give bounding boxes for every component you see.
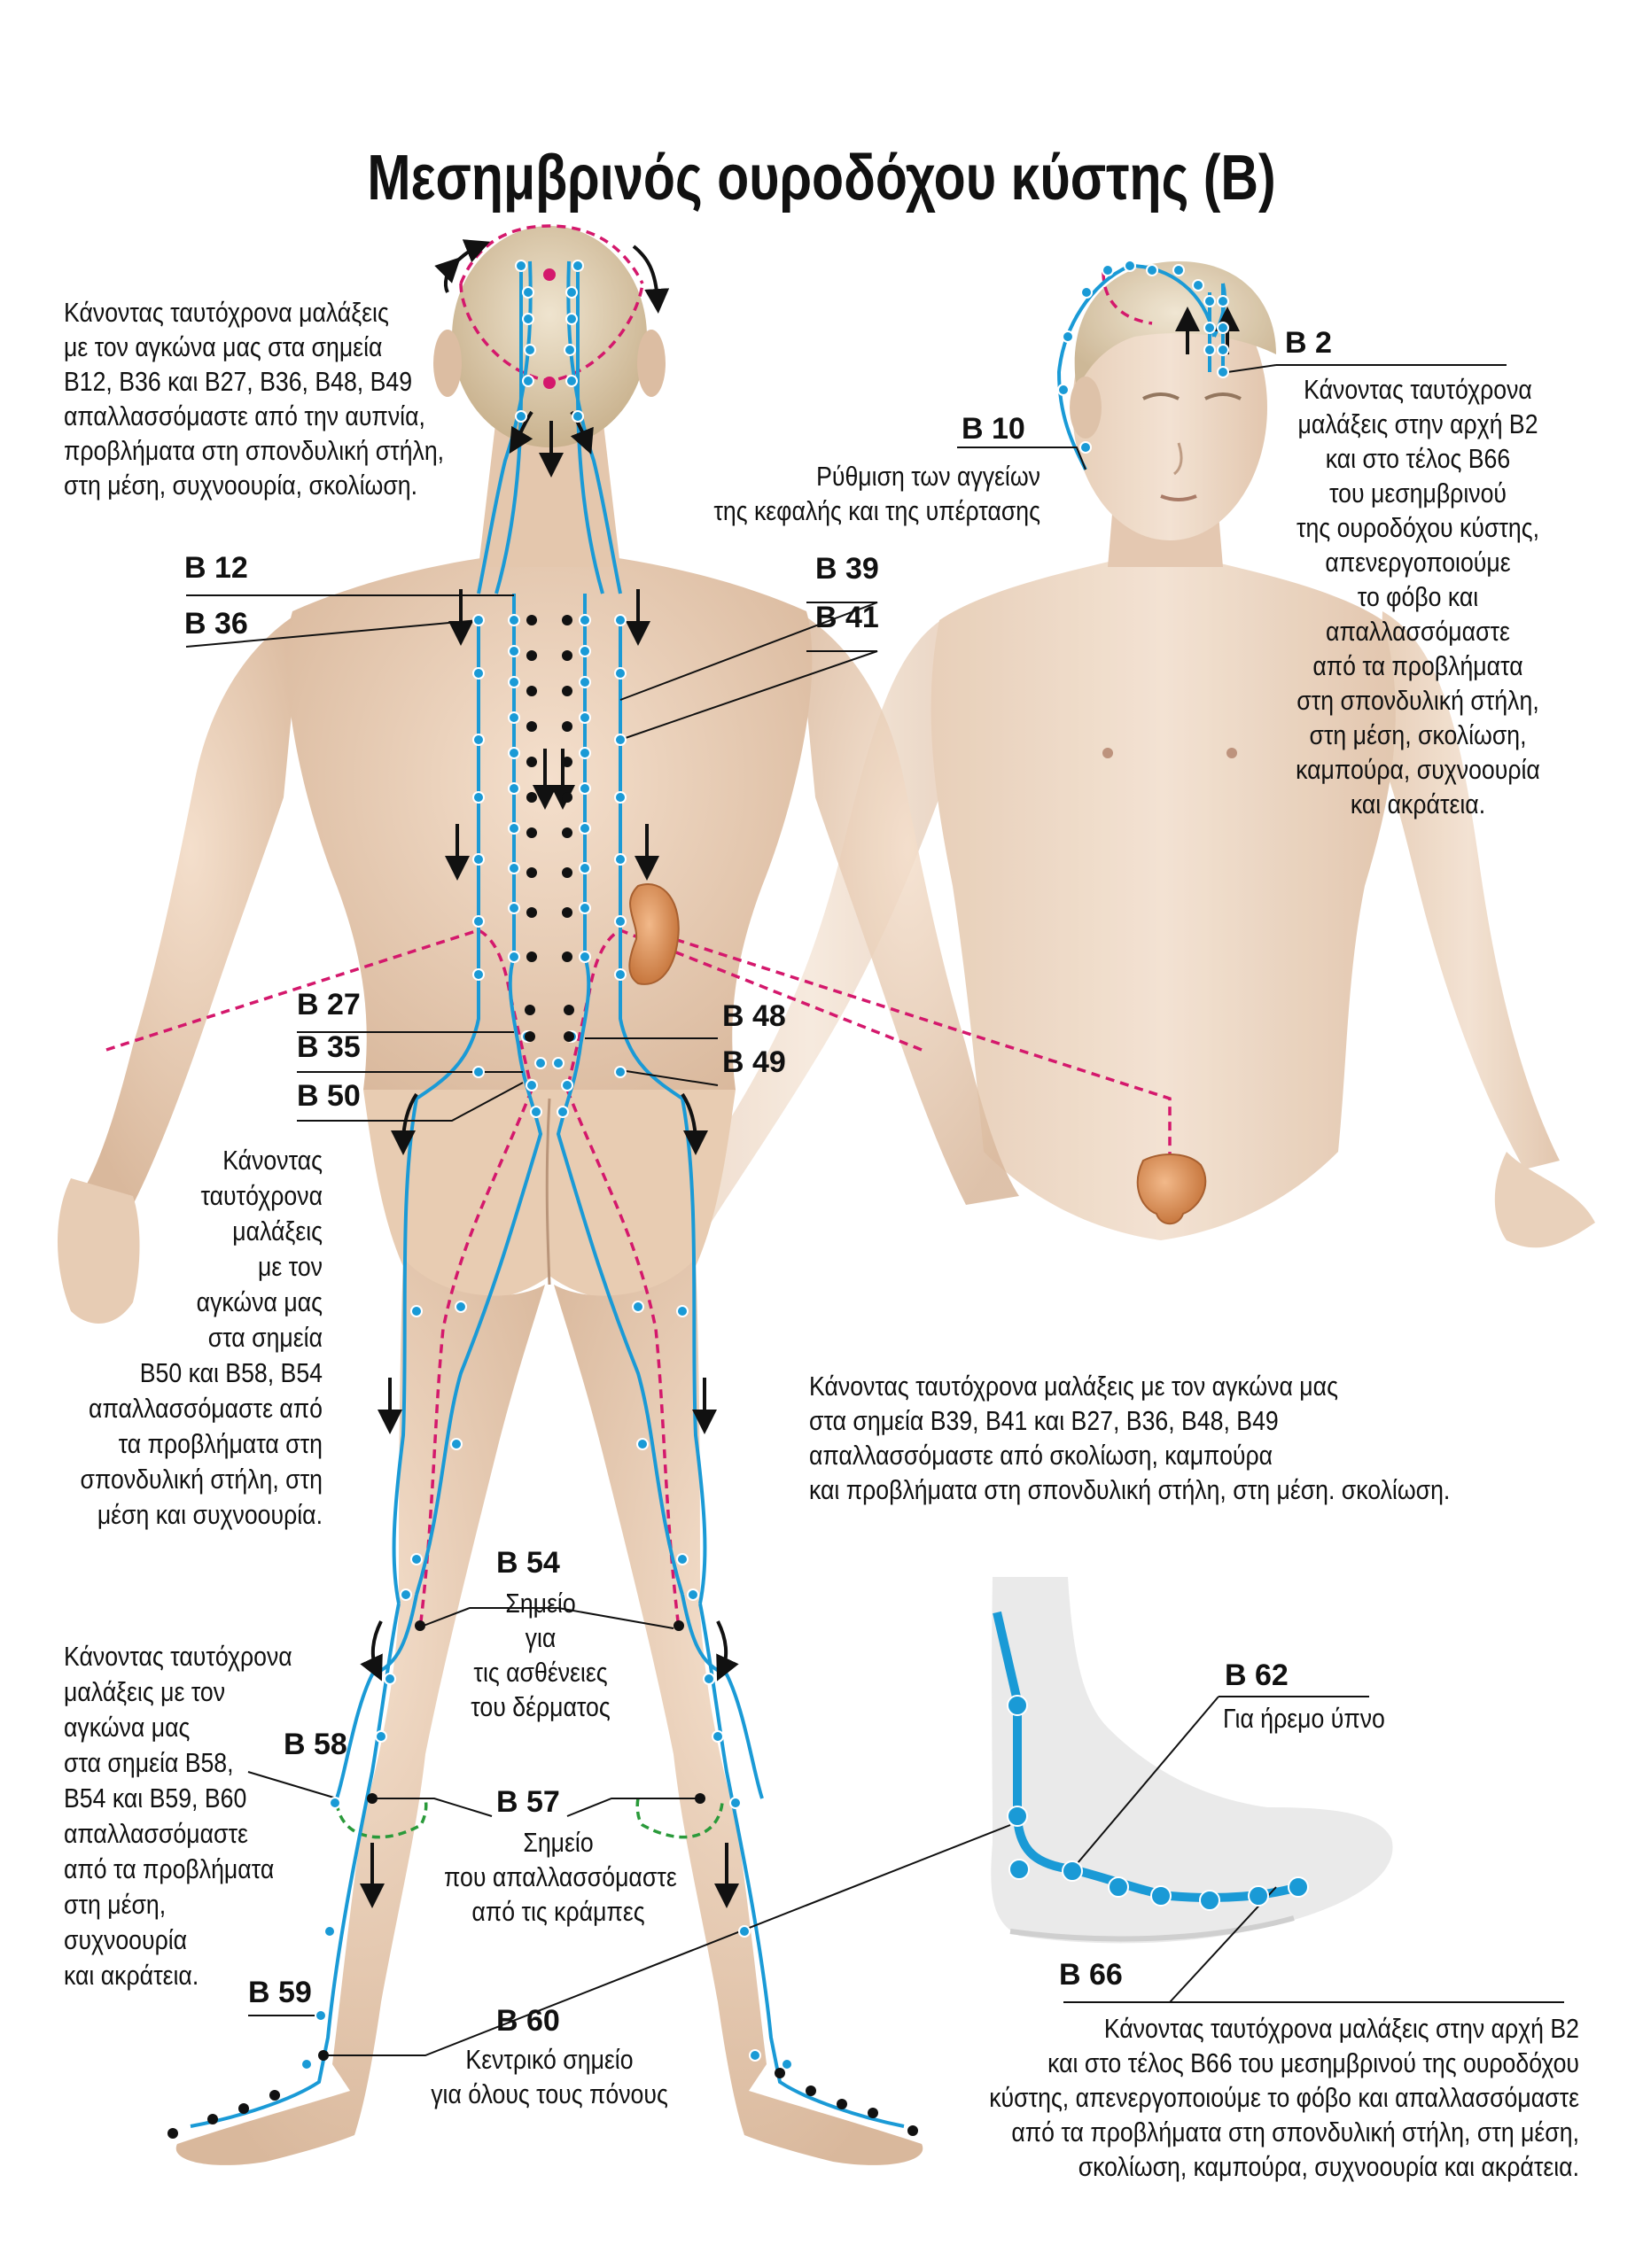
leader-lines bbox=[185, 364, 1564, 2056]
label-b10: B 10 bbox=[962, 412, 1025, 446]
label-b27: B 27 bbox=[297, 988, 361, 1021]
knee-arcs bbox=[335, 1798, 724, 1839]
front-torso bbox=[931, 549, 1396, 1240]
label-b50: B 50 bbox=[297, 1079, 361, 1113]
kidney-icon bbox=[628, 883, 680, 985]
label-b59: B 59 bbox=[248, 1976, 312, 2009]
foot-illustration bbox=[991, 1577, 1393, 1944]
back-left-hand bbox=[58, 1178, 140, 1324]
label-b57: B 57 bbox=[496, 1785, 560, 1819]
back-outer-points bbox=[472, 614, 627, 981]
label-b2: B 2 bbox=[1285, 326, 1332, 360]
back-figure bbox=[58, 226, 1019, 2165]
sacral-points bbox=[472, 1030, 627, 1118]
arrow-icon bbox=[360, 239, 1240, 1908]
back-left-arm bbox=[80, 611, 301, 1205]
spine-points bbox=[167, 615, 918, 2139]
label-b41: B 41 bbox=[815, 601, 879, 634]
back-hips bbox=[363, 1090, 736, 1300]
back-right-leg bbox=[554, 1258, 923, 2165]
back-torso bbox=[286, 549, 813, 1125]
text-bottom-right: Κάνοντας ταυτόχρονα μαλάξεις στην αρχή B… bbox=[989, 2013, 1579, 2182]
back-inner-points bbox=[508, 614, 591, 963]
foot-shape bbox=[991, 1577, 1393, 1944]
front-right-arm bbox=[1378, 611, 1560, 1169]
label-b66: B 66 bbox=[1059, 1958, 1123, 1992]
label-b54: B 54 bbox=[496, 1546, 560, 1580]
label-b48: B 48 bbox=[722, 999, 786, 1033]
label-b58: B 58 bbox=[284, 1728, 347, 1761]
label-b49: B 49 bbox=[722, 1045, 786, 1079]
front-head-points bbox=[1057, 260, 1229, 454]
label-b39: B 39 bbox=[815, 552, 879, 586]
foot-points bbox=[1007, 1695, 1309, 1911]
back-head bbox=[452, 226, 647, 447]
back-left-leg bbox=[175, 1258, 546, 2165]
text-b62-note: Για ήρεμο ύπνο bbox=[1223, 1703, 1385, 1734]
leg-points bbox=[300, 1301, 793, 2070]
meridian-points bbox=[300, 260, 1309, 2070]
label-b36: B 36 bbox=[184, 607, 248, 641]
label-b12: B 12 bbox=[184, 551, 248, 585]
label-b60: B 60 bbox=[496, 2004, 560, 2038]
bladder-icon bbox=[1136, 1153, 1207, 1225]
page-title: Μεσημβρινός ουροδόχου κύστης (B) bbox=[367, 143, 1276, 214]
label-b62: B 62 bbox=[1225, 1658, 1289, 1692]
text-right-mid: Κάνοντας ταυτόχρονα μαλάξεις με τον αγκώ… bbox=[809, 1371, 1451, 1505]
back-right-arm bbox=[798, 611, 1019, 1205]
front-right-hand bbox=[1494, 1152, 1595, 1248]
label-b35: B 35 bbox=[297, 1030, 361, 1064]
head-points bbox=[515, 260, 584, 423]
